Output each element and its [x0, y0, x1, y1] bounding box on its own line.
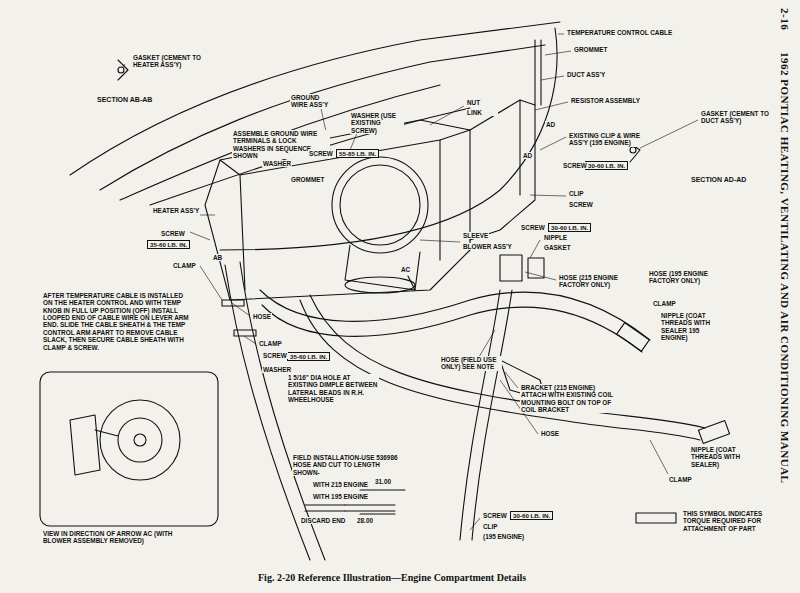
part-label: HOSE (FIELD USE ONLY) SEE NOTE	[440, 356, 502, 371]
part-label: GROMMET	[290, 176, 325, 183]
part-label: SCREW	[520, 224, 546, 231]
part-label: CLAMP	[258, 340, 283, 347]
part-label: (195 ENGINE)	[482, 533, 525, 540]
part-label: AC	[400, 266, 411, 273]
part-label: CLAMP	[652, 300, 677, 307]
part-label: FIELD INSTALLATION-USE 536986 HOSE AND C…	[292, 454, 406, 476]
part-label: GASKET (CEMENT TO HEATER ASS'Y)	[132, 54, 214, 69]
installation-note: AFTER TEMPERATURE CABLE IS INSTALLED ON …	[42, 292, 194, 351]
part-label: SCREW	[562, 162, 588, 169]
part-label: VIEW IN DIRECTION OF ARROW AC (WITH BLOW…	[42, 530, 184, 545]
part-label: AD	[545, 121, 556, 128]
part-label: SCREW	[482, 512, 508, 519]
part-label: 31.00	[374, 478, 392, 485]
part-label: HOSE (195 ENGINE FACTORY ONLY)	[648, 270, 712, 285]
part-label: GROMMET	[573, 46, 608, 53]
figure-caption: Fig. 2-20 Reference Illustration—Engine …	[258, 572, 526, 583]
part-label: WITH 195 ENGINE	[312, 493, 369, 500]
part-label: NUT	[466, 99, 498, 106]
part-label: DUCT ASS'Y	[566, 71, 606, 78]
part-label: 28.00	[356, 517, 374, 524]
part-label: 1 5/16" DIA HOLE AT EXISTING DIMPLE BETW…	[287, 374, 379, 403]
torque-box: 35-60 LB. IN.	[287, 352, 330, 361]
torque-value: 35-60 LB. IN.	[150, 241, 187, 248]
torque-box: 30-60 LB. IN.	[585, 161, 628, 170]
part-label: CLIP	[482, 523, 499, 530]
part-label: CLIP	[568, 190, 585, 197]
part-label: SECTION AB-AB	[96, 96, 178, 104]
part-label: SCREW	[308, 150, 334, 157]
part-label: HEATER ASS'Y	[152, 207, 200, 214]
running-header: 1962 PONTIAC HEATING, VENTILATING AND AI…	[779, 52, 791, 483]
torque-box: 55-85 LB. IN.	[336, 149, 379, 158]
part-label: DISCARD END	[300, 517, 346, 524]
part-label: EXISTING CLIP & WIRE ASS'Y (195 ENGINE)	[568, 132, 642, 147]
part-label: GASKET (CEMENT TO DUCT ASS'Y)	[700, 110, 772, 125]
torque-box: 35-60 LB. IN.	[147, 240, 190, 249]
page-number: 2-16	[779, 8, 791, 30]
part-label: SCREW	[568, 201, 594, 208]
legend-text: THIS SYMBOL INDICATES TORQUE REQUIRED FO…	[682, 510, 776, 532]
part-label: NIPPLE (COAT THREADS WITH SEALER 195 ENG…	[660, 312, 724, 341]
part-label: BLOWER ASS'Y	[462, 243, 513, 250]
part-label: CLAMP	[668, 476, 693, 483]
part-label: SCREW	[262, 352, 288, 359]
part-label: RESISTOR ASSEMBLY	[570, 97, 641, 104]
part-label: GROUND WIRE ASS'Y	[290, 94, 337, 109]
torque-value: 35-60 LB. IN.	[290, 353, 327, 360]
part-label: SCREW	[160, 230, 186, 237]
torque-value: 30-60 LB. IN.	[513, 512, 550, 519]
torque-box: 30-60 LB. IN.	[510, 511, 553, 520]
part-label: CLAMP	[172, 262, 197, 269]
part-label: AD	[522, 152, 533, 159]
part-label: WASHER (USE EXISTING SCREW)	[350, 112, 404, 134]
part-label: SECTION AD-AD	[690, 176, 747, 184]
part-label: HOSE	[540, 430, 560, 437]
part-label: BRACKET (215 ENGINE) ATTACH WITH EXISTIN…	[520, 384, 617, 413]
part-label: GASKET	[543, 244, 572, 251]
part-label: HOSE	[252, 313, 272, 320]
part-label: LINK	[466, 109, 498, 116]
part-label: NIPPLE	[543, 234, 568, 241]
torque-value: 30-60 LB. IN.	[551, 224, 588, 231]
part-label: NIPPLE (COAT THREADS WITH SEALER)	[690, 446, 752, 468]
part-label: WASHER	[262, 366, 292, 373]
part-label: SLEEVE	[462, 232, 489, 239]
part-label: AB	[212, 254, 223, 261]
torque-value: 30-60 LB. IN.	[588, 162, 625, 169]
torque-value: 55-85 LB. IN.	[339, 150, 376, 157]
part-label: HOSE (215 ENGINE FACTORY ONLY)	[558, 274, 622, 289]
part-label: TEMPERATURE CONTROL CABLE	[566, 29, 678, 36]
part-label: WASHER	[262, 160, 292, 167]
part-label: WITH 215 ENGINE	[312, 481, 369, 488]
torque-box: 30-60 LB. IN.	[548, 223, 591, 232]
